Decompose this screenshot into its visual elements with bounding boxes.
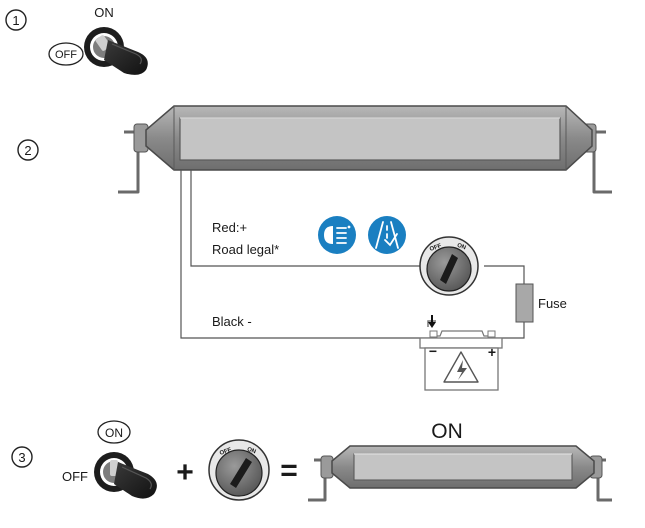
battery-icon: − + — [419, 315, 503, 391]
step-1-number: 1 — [12, 13, 19, 28]
battery-minus-label: − — [429, 343, 437, 359]
step-3-switch-on-label: ON — [246, 447, 257, 456]
arrow-down-icon — [428, 315, 436, 328]
black-wire-label: Black - — [212, 314, 252, 329]
step-3-ignition-off-label: OFF — [62, 469, 88, 484]
rotary-switch-icon: OFF ON — [208, 439, 270, 501]
light-bar — [118, 105, 612, 194]
step-1: 1 ON OFF — [5, 5, 148, 75]
rotary-switch-icon: OFF ON — [419, 236, 479, 296]
switch-on-label: ON — [456, 243, 467, 252]
ignition-off-label: OFF — [55, 49, 77, 61]
ignition-key-icon — [94, 452, 157, 499]
red-wire-label: Red:+ — [212, 220, 247, 235]
plus-sign: + — [176, 456, 194, 489]
equals-sign: = — [280, 454, 298, 487]
switch-off-label: OFF — [429, 243, 443, 253]
step-3-number: 3 — [18, 450, 25, 465]
step-2: 2 Red:+ Road legal* Black - — [17, 105, 612, 391]
lightning-icon — [443, 351, 479, 383]
step-2-number-badge: 2 — [17, 139, 39, 161]
step-3-ignition-on-label: ON — [105, 426, 123, 440]
step-3: 3 ON OFF + OFF ON = ON — [11, 420, 612, 502]
result-on-label: ON — [431, 420, 463, 443]
step-1-number-badge: 1 — [5, 9, 27, 31]
step-3-switch-off-label: OFF — [219, 447, 233, 457]
fuse: Fuse — [515, 283, 567, 323]
ignition-on-badge: ON — [97, 420, 131, 444]
road-legal-label: Road legal* — [212, 242, 279, 257]
wires — [180, 170, 525, 339]
light-bar-on — [308, 445, 612, 502]
road-icon — [368, 216, 406, 254]
step-3-number-badge: 3 — [11, 446, 33, 468]
ignition-key-icon — [84, 27, 148, 75]
ignition-on-label: ON — [94, 5, 114, 20]
ignition-off-badge: OFF — [48, 42, 84, 66]
fuse-label: Fuse — [538, 296, 567, 311]
step-2-number: 2 — [24, 143, 31, 158]
headlight-icon — [318, 216, 356, 254]
battery-plus-label: + — [488, 344, 496, 360]
